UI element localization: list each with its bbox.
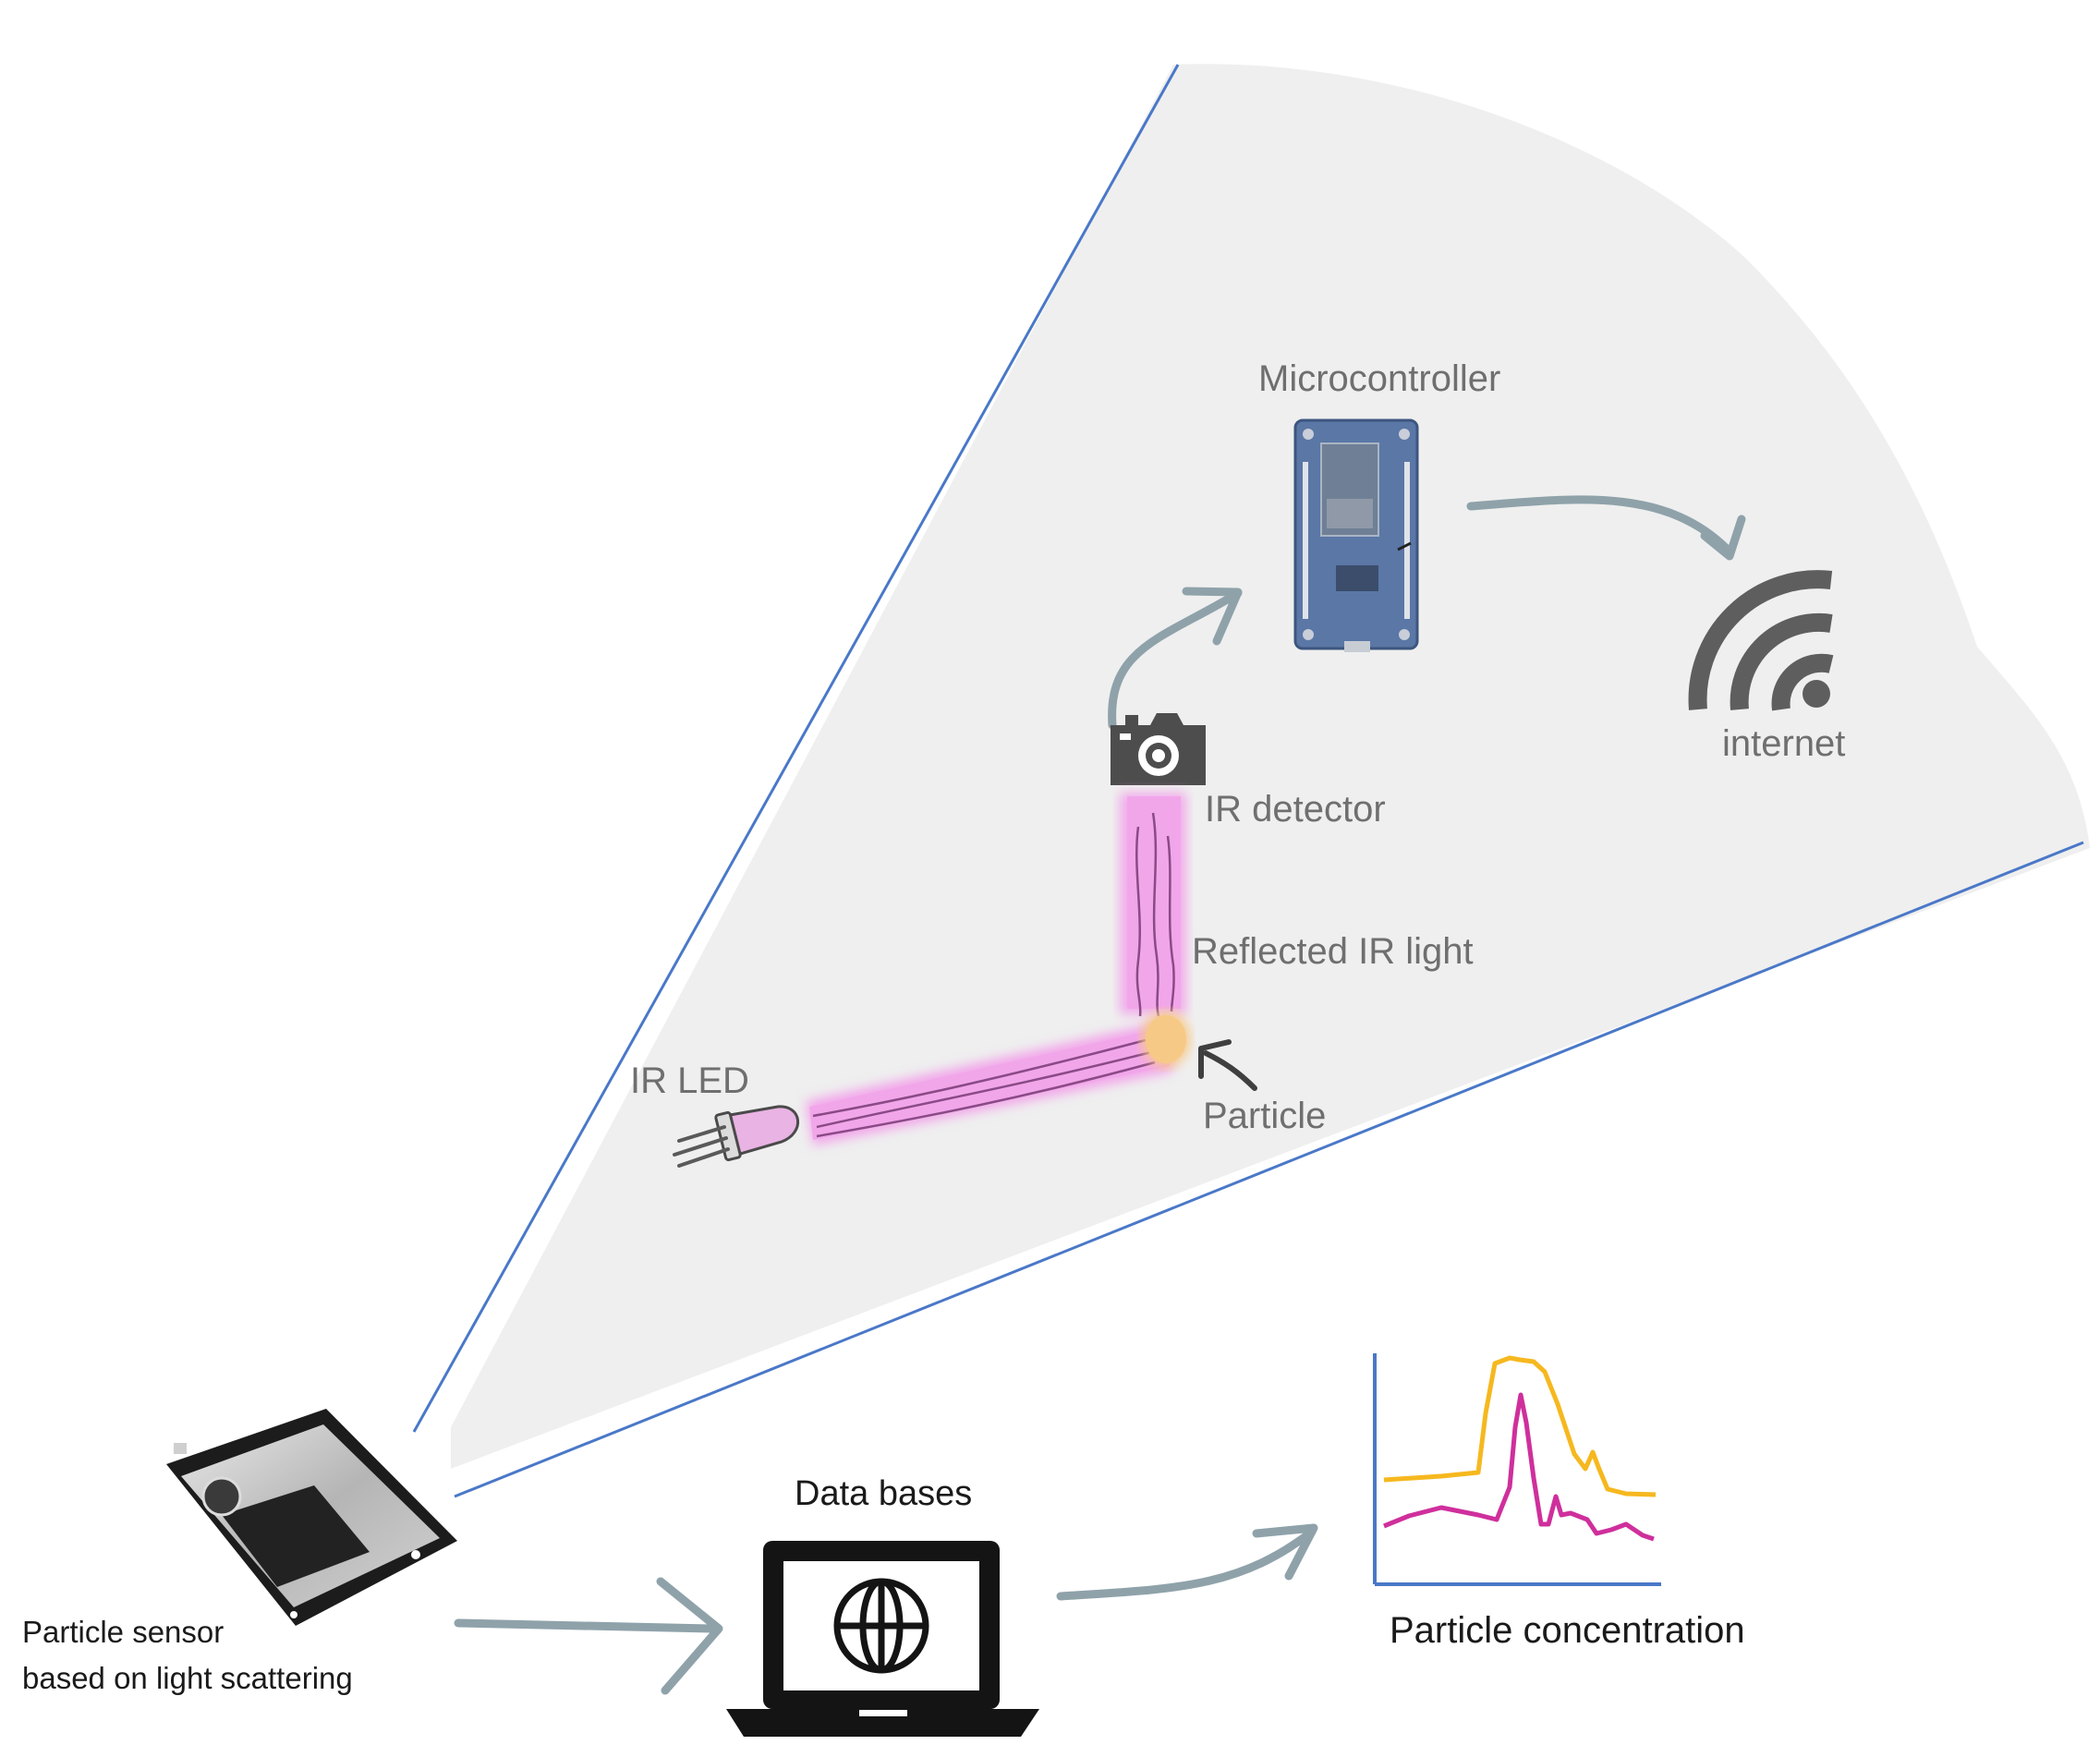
series-yellow-line xyxy=(1383,1355,1657,1497)
arrow-to-database xyxy=(454,1577,723,1695)
mini-chart-icon xyxy=(1373,1353,1661,1586)
laptop-globe-icon xyxy=(726,1541,1039,1737)
label-particle-sensor-subtitle: based on light scattering xyxy=(22,1661,353,1695)
label-particle: Particle xyxy=(1203,1096,1327,1136)
camera-icon xyxy=(1111,713,1206,785)
ir-led-icon xyxy=(673,1105,799,1168)
cone-lower-edge xyxy=(454,841,2084,1498)
label-ir-led: IR LED xyxy=(630,1060,749,1101)
series-magenta-line xyxy=(1383,1392,1655,1542)
label-microcontroller: Microcontroller xyxy=(1258,358,1501,399)
particle-icon xyxy=(1142,1012,1190,1067)
arrow-to-chart xyxy=(1056,1523,1318,1601)
label-reflected-ir-light: Reflected IR light xyxy=(1192,931,1474,972)
label-data-bases: Data bases xyxy=(795,1474,973,1513)
label-particle-sensor: Particle sensor xyxy=(22,1615,225,1649)
label-internet: internet xyxy=(1722,723,1846,764)
label-ir-detector: IR detector xyxy=(1205,789,1386,830)
particle-sensor-icon xyxy=(166,1409,457,1626)
arrow-to-particle xyxy=(1198,1039,1257,1091)
label-particle-concentration: Particle concentration xyxy=(1390,1610,1745,1651)
cone-upper-edge xyxy=(412,64,1180,1433)
ir-beams xyxy=(806,793,1186,1145)
wifi-icon xyxy=(1688,570,1834,711)
arrow-to-microcontroller xyxy=(1108,587,1243,730)
arrow-to-internet xyxy=(1466,495,1746,561)
field-of-view-cone xyxy=(412,64,2090,1498)
microcontroller-board-icon xyxy=(1293,418,1419,652)
